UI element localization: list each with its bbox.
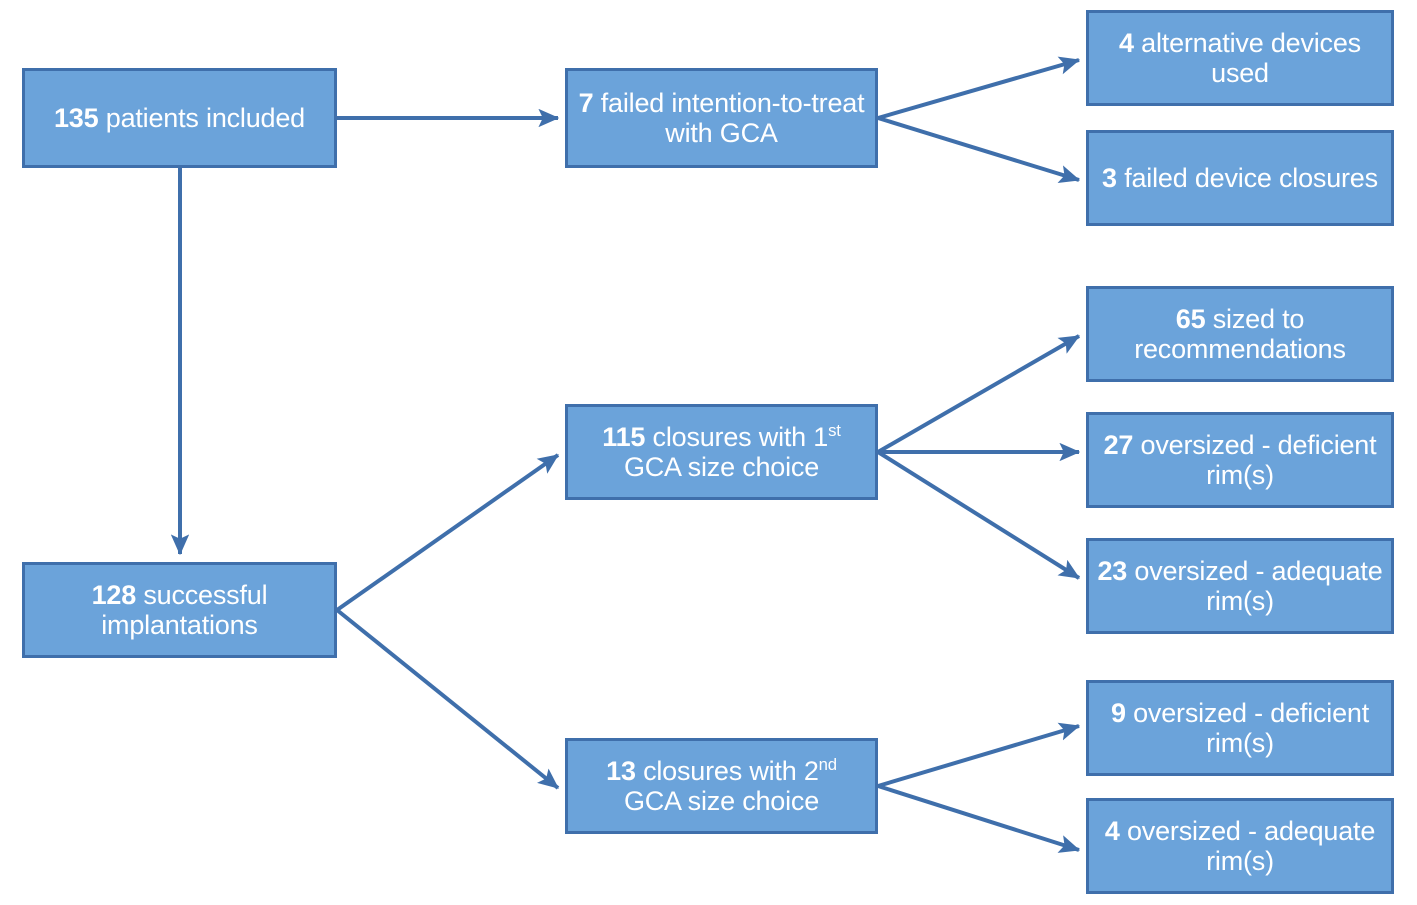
node-alternative-devices-used-count: 4 xyxy=(1119,27,1134,58)
node-first-gca-size-choice-label-pre: closures with 1 xyxy=(652,421,829,452)
edge-successful-to-first-gca xyxy=(335,453,560,612)
node-failed-intention-to-treat[interactable]: 7 failed intention-to-treat with GCA xyxy=(565,68,878,168)
edge-second-gca-to-oversized-deficient-9 xyxy=(877,722,1081,788)
node-successful-implantations-text: 128 successful implantations xyxy=(31,580,328,640)
node-oversized-adequate-rims-4-label: oversized - adequate rim(s) xyxy=(1126,815,1376,876)
node-first-gca-size-choice[interactable]: 115 closures with 1st GCA size choice xyxy=(565,404,878,500)
edge-first-gca-to-sized-rec xyxy=(877,334,1081,454)
node-oversized-deficient-rims-27-text: 27 oversized - deficient rim(s) xyxy=(1095,430,1385,490)
node-first-gca-size-choice-ordinal: st xyxy=(828,420,841,440)
node-failed-device-closures-count: 3 xyxy=(1102,162,1117,193)
node-sized-to-recommendations[interactable]: 65 sized to recommendations xyxy=(1086,286,1394,382)
edge-failed-itt-to-failed-closures xyxy=(877,116,1081,184)
node-oversized-deficient-rims-27-count: 27 xyxy=(1103,429,1134,460)
node-alternative-devices-used-text: 4 alternative devices used xyxy=(1095,28,1385,88)
node-alternative-devices-used-label: alternative devices used xyxy=(1141,27,1361,88)
node-oversized-adequate-rims-4-count: 4 xyxy=(1104,815,1120,846)
node-second-gca-size-choice-text: 13 closures with 2nd GCA size choice xyxy=(574,756,869,816)
node-oversized-adequate-rims-23[interactable]: 23 oversized - adequate rim(s) xyxy=(1086,538,1394,634)
node-alternative-devices-used[interactable]: 4 alternative devices used xyxy=(1086,10,1394,106)
node-oversized-deficient-rims-9-count: 9 xyxy=(1110,697,1126,728)
node-patients-included[interactable]: 135 patients included xyxy=(22,68,337,168)
node-second-gca-size-choice-count: 13 xyxy=(606,755,636,786)
node-oversized-deficient-rims-27[interactable]: 27 oversized - deficient rim(s) xyxy=(1086,412,1394,508)
node-patients-included-text: 135 patients included xyxy=(31,103,328,133)
node-patients-included-count: 135 xyxy=(53,102,99,133)
edge-failed-itt-to-alt-devices xyxy=(877,56,1081,120)
edge-successful-to-second-gca xyxy=(335,608,560,790)
node-successful-implantations-label: successful implantations xyxy=(101,579,268,640)
node-sized-to-recommendations-count: 65 xyxy=(1175,303,1206,334)
node-successful-implantations[interactable]: 128 successful implantations xyxy=(22,562,337,658)
node-first-gca-size-choice-text: 115 closures with 1st GCA size choice xyxy=(574,422,869,482)
node-failed-device-closures-text: 3 failed device closures xyxy=(1095,163,1385,193)
node-oversized-adequate-rims-4-text: 4 oversized - adequate rim(s) xyxy=(1095,816,1385,876)
node-successful-implantations-count: 128 xyxy=(91,579,137,610)
node-oversized-deficient-rims-27-label: oversized - deficient rim(s) xyxy=(1140,429,1377,490)
edge-second-gca-to-oversized-adequate-4 xyxy=(877,784,1081,853)
node-second-gca-size-choice[interactable]: 13 closures with 2nd GCA size choice xyxy=(565,738,878,834)
node-failed-device-closures[interactable]: 3 failed device closures xyxy=(1086,130,1394,226)
node-oversized-adequate-rims-23-count: 23 xyxy=(1097,555,1128,586)
node-sized-to-recommendations-label: sized to recommendations xyxy=(1134,303,1346,364)
node-oversized-deficient-rims-9[interactable]: 9 oversized - deficient rim(s) xyxy=(1086,680,1394,776)
node-oversized-deficient-rims-9-text: 9 oversized - deficient rim(s) xyxy=(1095,698,1385,758)
node-oversized-adequate-rims-23-label: oversized - adequate rim(s) xyxy=(1134,555,1383,616)
node-second-gca-size-choice-ordinal: nd xyxy=(818,754,837,774)
node-failed-intention-to-treat-count: 7 xyxy=(578,87,594,118)
node-oversized-deficient-rims-9-label: oversized - deficient rim(s) xyxy=(1133,697,1370,758)
node-failed-intention-to-treat-text: 7 failed intention-to-treat with GCA xyxy=(574,88,869,148)
node-first-gca-size-choice-label-post: GCA size choice xyxy=(623,452,820,482)
node-patients-included-label: patients included xyxy=(105,102,305,133)
node-failed-intention-to-treat-label: failed intention-to-treat with GCA xyxy=(600,87,865,148)
node-second-gca-size-choice-label-post: GCA size choice xyxy=(623,786,820,816)
node-second-gca-size-choice-label-pre: closures with 2 xyxy=(643,755,819,786)
node-oversized-adequate-rims-23-text: 23 oversized - adequate rim(s) xyxy=(1095,556,1385,616)
node-sized-to-recommendations-text: 65 sized to recommendations xyxy=(1095,304,1385,364)
node-first-gca-size-choice-count: 115 xyxy=(602,421,646,452)
edge-first-gca-to-oversized-adequate-23 xyxy=(876,450,1081,580)
node-failed-device-closures-label: failed device closures xyxy=(1124,162,1378,193)
node-oversized-adequate-rims-4[interactable]: 4 oversized - adequate rim(s) xyxy=(1086,798,1394,894)
